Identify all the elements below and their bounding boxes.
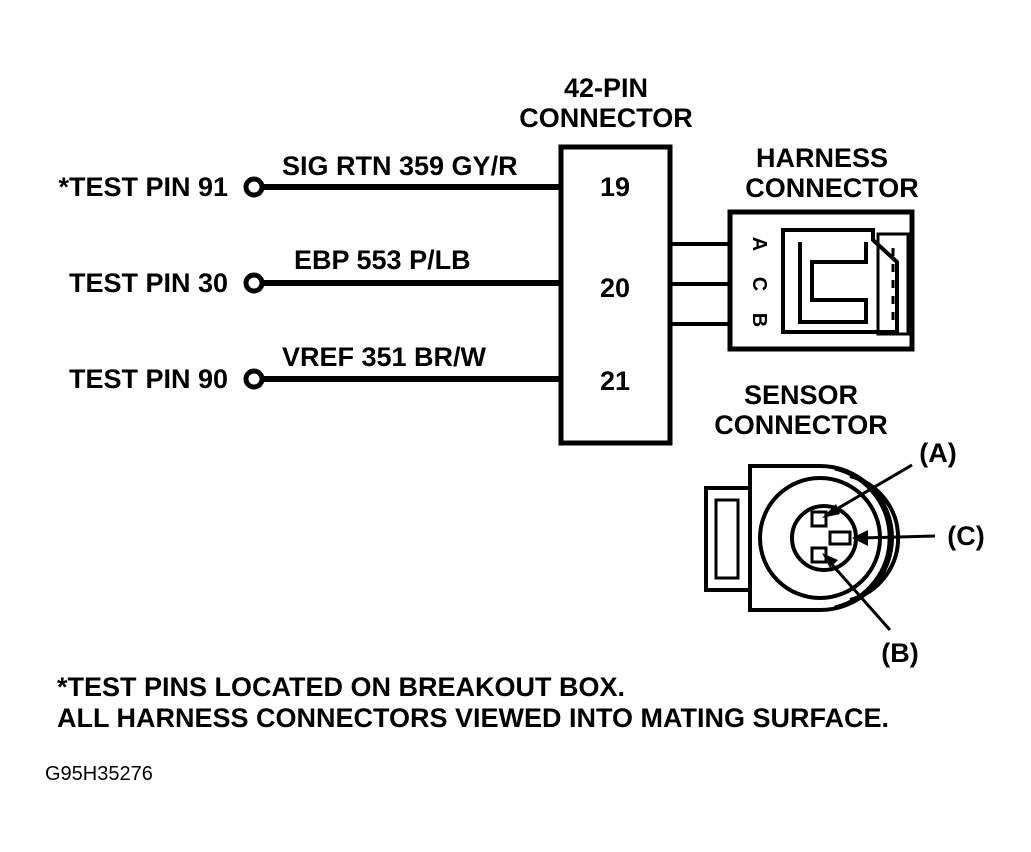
harness-connector-latch — [876, 232, 910, 336]
note-line-1: *TEST PINS LOCATED ON BREAKOUT BOX. — [57, 672, 625, 702]
note-line-2: ALL HARNESS CONNECTORS VIEWED INTO MATIN… — [57, 703, 889, 733]
wire-vref-label: VREF 351 BR/W — [282, 342, 487, 372]
callout-c-arrowhead — [852, 530, 868, 546]
harness-pin-a: A — [748, 237, 770, 251]
harness-pin-b: B — [748, 313, 770, 327]
main-connector-title-2: CONNECTOR — [519, 103, 693, 133]
main-connector-pin-21: 21 — [600, 366, 630, 396]
callout-a-label: (A) — [919, 438, 956, 468]
wire-sig-rtn-label: SIG RTN 359 GY/R — [282, 151, 518, 181]
sensor-pin-a — [810, 510, 828, 528]
main-connector-body — [558, 144, 673, 446]
harness-connector-cavity — [781, 228, 899, 334]
wire-ebp-label: EBP 553 P/LB — [294, 245, 471, 275]
sensor-connector-tab — [704, 486, 752, 592]
test-pin-30-label: TEST PIN 30 — [69, 268, 228, 298]
callout-c-label: (C) — [947, 521, 984, 551]
callout-b-label: (B) — [881, 638, 918, 668]
harness-connector-title-1: HARNESS — [756, 143, 888, 173]
sensor-connector-title-2: CONNECTOR — [714, 410, 888, 440]
callout-b-line — [826, 559, 892, 631]
test-pin-91-label: *TEST PIN 91 — [58, 172, 228, 202]
main-connector-pin-20: 20 — [600, 273, 630, 303]
main-connector-pin-19: 19 — [600, 172, 630, 202]
test-pin-30-terminal — [243, 272, 265, 294]
sensor-pin-c — [828, 530, 852, 546]
harness-connector-key — [798, 242, 868, 324]
harness-connector-title-2: CONNECTOR — [745, 173, 919, 203]
sensor-connector-tab-inner — [714, 498, 740, 580]
callout-a-line — [829, 463, 913, 515]
figure-id: G95H35276 — [45, 763, 153, 785]
harness-pin-letters: A C B — [748, 237, 770, 327]
callout-c-line — [859, 534, 936, 540]
harness-pin-c: C — [748, 277, 770, 291]
test-pin-90-terminal — [243, 368, 265, 390]
callout-b-arrowhead — [822, 553, 838, 568]
sensor-connector-drawing — [704, 464, 901, 612]
callout-a-arrowhead — [822, 504, 840, 518]
test-pin-90-label: TEST PIN 90 — [69, 364, 228, 394]
sensor-connector-title-1: SENSOR — [744, 380, 858, 410]
main-connector-title-1: 42-PIN — [564, 73, 648, 103]
test-pin-91-terminal — [243, 176, 265, 198]
